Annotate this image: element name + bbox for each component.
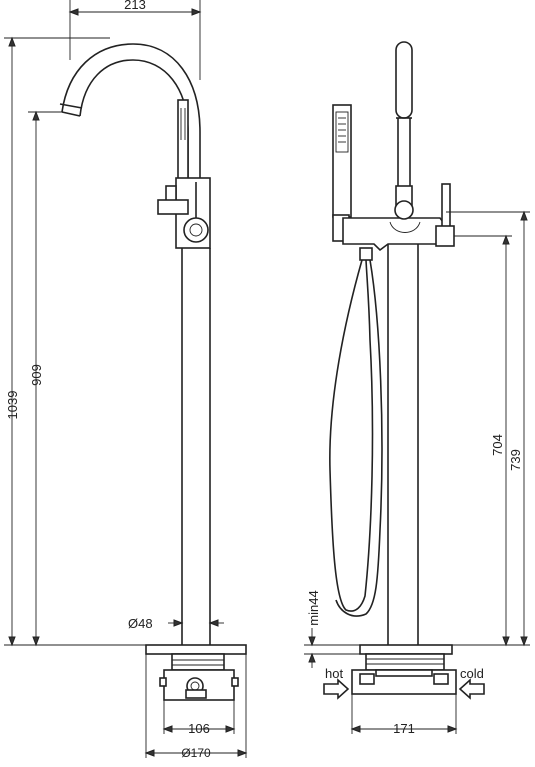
dim-min-depth: min44 (306, 590, 321, 625)
dim-base-diameter: Ø170 (181, 746, 211, 760)
front-view (59, 43, 247, 701)
front-view-dimensions: 213 1039 909 Ø48 106 Ø170 (4, 0, 248, 760)
cold-inlet: cold (458, 666, 485, 700)
dim-body-height: 739 (508, 449, 523, 471)
dim-spout-reach: 213 (124, 0, 146, 12)
side-view (329, 41, 457, 695)
side-view-dimensions: min44 704 739 171 (304, 210, 530, 736)
dim-pipe-diameter: Ø48 (128, 616, 153, 631)
hot-label: hot (325, 666, 343, 681)
dim-box-width: 171 (393, 721, 415, 736)
dim-total-height: 1039 (5, 391, 20, 420)
cold-label: cold (460, 666, 484, 681)
dim-inner-base-width: 106 (188, 721, 210, 736)
hot-inlet: hot (323, 666, 350, 700)
dim-handle-height: 704 (490, 434, 505, 456)
hot-arrow-icon (323, 678, 350, 700)
cold-arrow-icon (458, 678, 485, 700)
dim-spout-height: 909 (29, 364, 44, 386)
